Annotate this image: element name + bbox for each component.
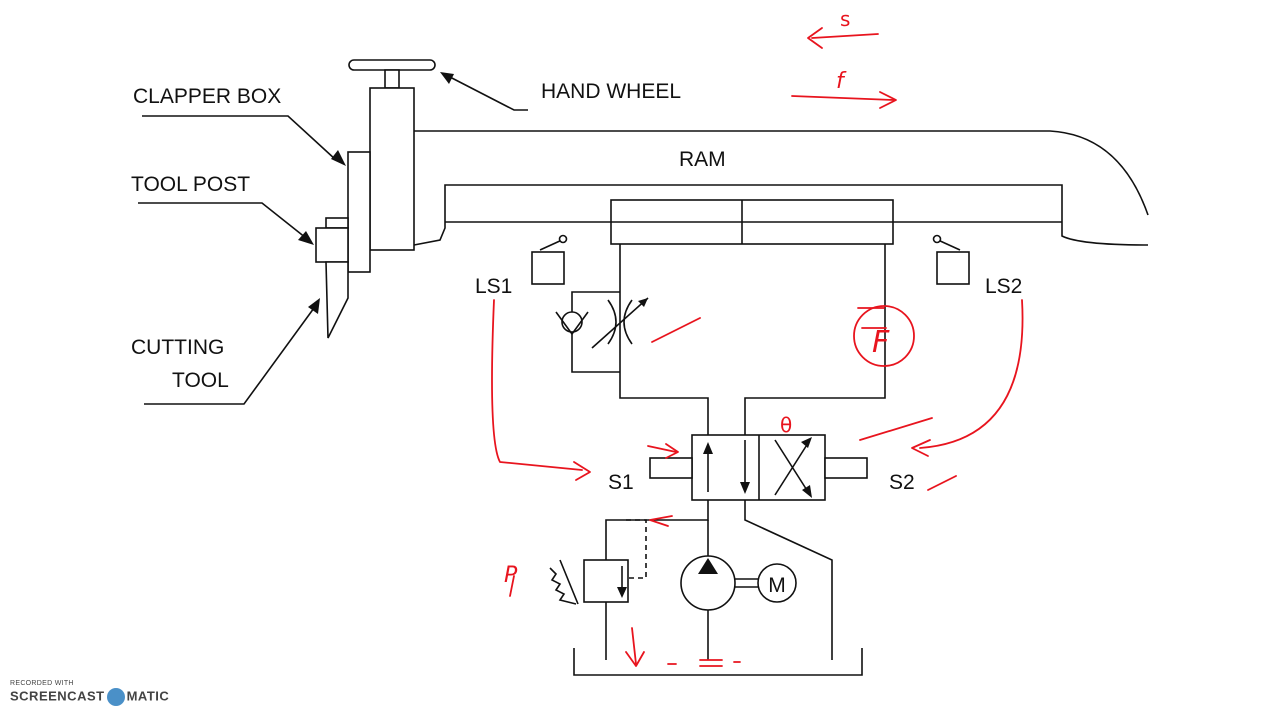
cutting-tool-label-line2: TOOL [172, 369, 229, 392]
motor: M [735, 563, 797, 603]
motor-label: M [768, 574, 786, 597]
flow-control-valve [555, 297, 649, 349]
s2-label: S2 [889, 471, 915, 494]
watermark-brand-left: SCREENCAST [10, 688, 105, 704]
clapper-box [347, 87, 415, 273]
watermark-brand: SCREENCAST MATIC [10, 688, 169, 706]
hand-wheel [348, 59, 436, 89]
labels: CLAPPER BOX HAND WHEEL RAM TOOL POST CUT… [131, 80, 1022, 494]
leader-lines [138, 72, 528, 405]
watermark-recorded-with: RECORDED WITH [10, 680, 74, 687]
screencast-watermark: RECORDED WITH SCREENCAST MATIC [10, 680, 169, 706]
annotation-f: f [836, 69, 847, 94]
hydraulic-cylinder [610, 199, 894, 245]
directional-valve [691, 434, 826, 501]
solenoid-s1 [649, 457, 693, 479]
hydraulic-lines [571, 244, 886, 660]
s1-label: S1 [608, 471, 634, 494]
pump [680, 555, 736, 611]
limit-switch-ls1 [531, 234, 568, 285]
ls2-label: LS2 [985, 275, 1022, 298]
relief-valve [549, 559, 629, 605]
hand-wheel-label: HAND WHEEL [541, 80, 681, 103]
circled-f-annotation [853, 305, 915, 367]
watermark-brand-right: MATIC [126, 688, 170, 704]
ram-label: RAM [679, 148, 726, 171]
limit-switch-ls2 [932, 234, 970, 285]
tool-post [315, 217, 349, 263]
tool-post-label: TOOL POST [131, 173, 250, 196]
watermark-logo-icon [106, 688, 125, 706]
ls1-label: LS1 [475, 275, 512, 298]
annotation-f-circled: F [872, 325, 890, 360]
cutting-tool-label-line1: CUTTING [131, 336, 224, 359]
solenoid-s2 [824, 457, 868, 479]
tank [573, 648, 863, 676]
handwritten-annotations: s f F P θ [491, 7, 1024, 667]
annotation-s: s [840, 7, 850, 31]
annotation-theta: θ [780, 413, 792, 437]
cutting-tool [325, 261, 349, 339]
annotation-p: P [504, 563, 518, 588]
clapper-box-label: CLAPPER BOX [133, 85, 281, 108]
